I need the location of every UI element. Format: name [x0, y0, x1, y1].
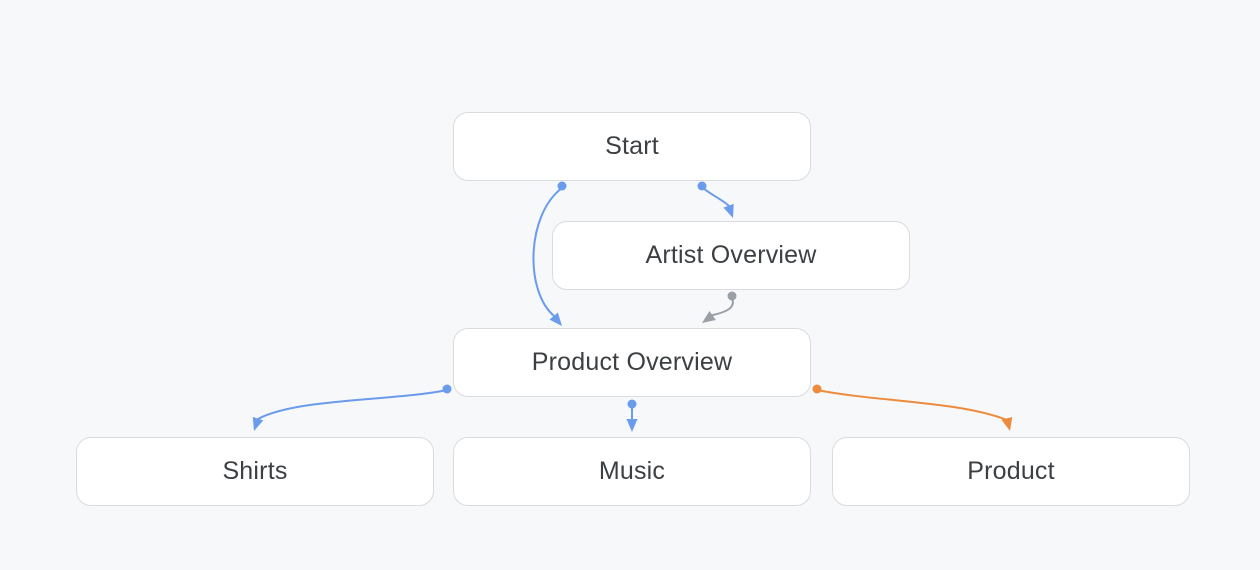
- arrowhead-icon: [1001, 417, 1013, 431]
- edge-source-handle[interactable]: [442, 384, 452, 394]
- node-artist-overview-label: Artist Overview: [645, 241, 817, 269]
- edge-product-overview-to-shirts[interactable]: [249, 384, 452, 433]
- arrowhead-icon: [549, 312, 562, 326]
- node-product-label: Product: [967, 457, 1055, 485]
- edge-source-handle[interactable]: [557, 181, 567, 191]
- edge-product-overview-to-music[interactable]: [626, 399, 638, 433]
- edge-line[interactable]: [702, 187, 730, 207]
- node-product-overview-label: Product Overview: [531, 348, 733, 376]
- arrowhead-icon: [252, 416, 264, 431]
- edge-line[interactable]: [257, 389, 448, 420]
- edge-source-handle[interactable]: [697, 181, 707, 191]
- edge-source-handle[interactable]: [727, 291, 737, 301]
- edge-start-to-product-overview[interactable]: [532, 181, 567, 330]
- node-music[interactable]: Music: [453, 437, 811, 506]
- node-start[interactable]: Start: [453, 112, 811, 181]
- edge-product-overview-to-product[interactable]: [812, 384, 1016, 433]
- node-artist-overview[interactable]: Artist Overview: [552, 221, 910, 290]
- node-product-overview[interactable]: Product Overview: [453, 328, 811, 397]
- arrowhead-icon: [723, 203, 734, 218]
- edge-start-to-artist-overview[interactable]: [697, 181, 739, 220]
- edge-line[interactable]: [532, 187, 563, 317]
- edge-source-handle[interactable]: [627, 399, 637, 409]
- arrowhead-icon: [626, 419, 638, 432]
- node-shirts[interactable]: Shirts: [76, 437, 434, 506]
- node-music-label: Music: [598, 457, 666, 485]
- edge-artist-overview-to-product-overview[interactable]: [699, 291, 737, 328]
- arrowhead-icon: [702, 311, 716, 323]
- node-shirts-label: Shirts: [222, 457, 288, 485]
- edge-source-handle[interactable]: [812, 384, 822, 394]
- node-start-label: Start: [605, 132, 659, 160]
- edge-line[interactable]: [816, 389, 1008, 421]
- node-product[interactable]: Product: [832, 437, 1190, 506]
- edge-line[interactable]: [712, 297, 734, 316]
